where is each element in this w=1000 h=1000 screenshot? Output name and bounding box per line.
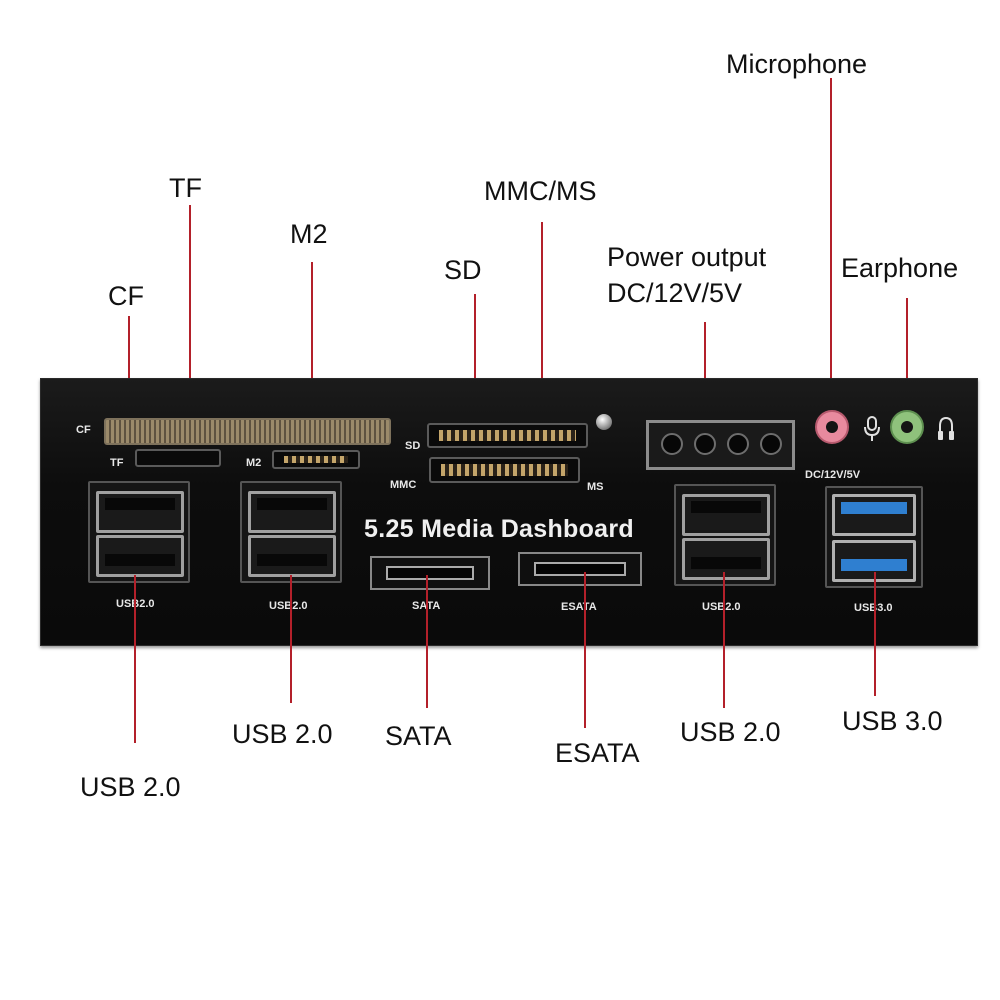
mmc-ms-slot-contacts	[441, 464, 568, 476]
usb3-port-group	[825, 486, 923, 588]
microphone-icon	[863, 416, 881, 447]
usb-tongue	[105, 554, 175, 566]
callout-microphone: Microphone	[726, 49, 868, 79]
jack-hole	[901, 421, 913, 433]
jack-hole	[826, 421, 838, 433]
usb2-port[interactable]	[248, 535, 336, 577]
power-pin	[661, 433, 683, 455]
leader-line-tf	[189, 205, 191, 463]
cf-card-slot[interactable]	[104, 418, 391, 445]
leader-line-esata	[584, 572, 586, 728]
panel-label-mmc: MMC	[390, 479, 417, 491]
usb3-tongue	[841, 502, 907, 514]
usb-port-group-1	[88, 481, 190, 583]
usb-port-group-2	[240, 481, 342, 583]
earphone-jack[interactable]	[890, 410, 924, 444]
leader-line-microphone	[830, 78, 832, 410]
power-pin	[760, 433, 782, 455]
sata-port[interactable]	[370, 556, 490, 590]
usb2-port[interactable]	[96, 535, 184, 577]
usb2-port[interactable]	[96, 491, 184, 533]
panel-label-sd: SD	[405, 440, 421, 452]
m2-slot-contacts	[284, 456, 348, 463]
callout-earphone: Earphone	[841, 253, 959, 283]
callout-power-line1: Power output	[607, 242, 767, 272]
usb-tongue	[105, 498, 175, 510]
tf-card-slot[interactable]	[135, 449, 221, 467]
leader-line-usb30	[874, 572, 876, 696]
power-pin	[727, 433, 749, 455]
usb-tongue	[257, 498, 327, 510]
leader-line-mmc-ms	[541, 222, 543, 468]
leader-line-power	[704, 322, 706, 420]
usb-tongue	[257, 554, 327, 566]
panel-label-ms: MS	[587, 481, 604, 493]
panel-label-cf: CF	[76, 424, 91, 436]
panel-title: 5.25 Media Dashboard	[364, 515, 634, 543]
usb2-port[interactable]	[682, 538, 770, 580]
usb-port-group-3	[674, 484, 776, 586]
sd-slot-contacts	[439, 430, 576, 441]
callout-usb20-right: USB 2.0	[680, 717, 781, 747]
callout-tf: TF	[169, 173, 202, 203]
callout-usb20-second: USB 2.0	[232, 719, 333, 749]
microphone-jack[interactable]	[815, 410, 849, 444]
usb3-tongue	[841, 559, 907, 571]
usb-tongue	[691, 501, 761, 513]
callout-sd: SD	[444, 255, 482, 285]
activity-led	[596, 414, 612, 430]
leader-line-usb20-left	[134, 575, 136, 743]
leader-line-sata	[426, 575, 428, 708]
callout-usb20-left: USB 2.0	[80, 772, 181, 802]
usb2-port[interactable]	[682, 494, 770, 536]
callout-esata: ESATA	[555, 738, 640, 768]
sd-card-slot[interactable]	[427, 423, 588, 448]
usb-tongue	[691, 557, 761, 569]
leader-line-earphone	[906, 298, 908, 410]
panel-label-usb2: USB2.0	[269, 600, 308, 612]
headphone-icon	[937, 416, 955, 447]
leader-line-cf	[128, 316, 130, 424]
callout-sata: SATA	[385, 721, 452, 751]
m2-card-slot[interactable]	[272, 450, 360, 469]
panel-label-tf: TF	[110, 457, 124, 469]
leader-line-usb20-right	[723, 572, 725, 708]
callout-cf: CF	[108, 281, 144, 311]
leader-line-usb20-second	[290, 575, 292, 703]
usb2-port[interactable]	[248, 491, 336, 533]
callout-usb30: USB 3.0	[842, 706, 943, 736]
panel-label-usb3: USB2.0	[702, 601, 741, 613]
esata-port[interactable]	[518, 552, 642, 586]
panel-label-esata: ESATA	[561, 601, 597, 613]
panel-label-m2: M2	[246, 457, 262, 469]
power-pin	[694, 433, 716, 455]
usb3-port[interactable]	[832, 494, 916, 536]
mmc-ms-card-slot[interactable]	[429, 457, 580, 483]
sata-port-inner	[386, 566, 474, 580]
callout-power-line2: DC/12V/5V	[607, 278, 743, 308]
esata-port-inner	[534, 562, 626, 576]
panel-label-dc: DC/12V/5V	[805, 469, 861, 481]
leader-line-sd	[474, 294, 476, 434]
callout-m2: M2	[290, 219, 328, 249]
leader-line-m2	[311, 262, 313, 460]
power-output-connector[interactable]	[646, 420, 795, 470]
callout-mmc-ms: MMC/MS	[484, 176, 597, 206]
